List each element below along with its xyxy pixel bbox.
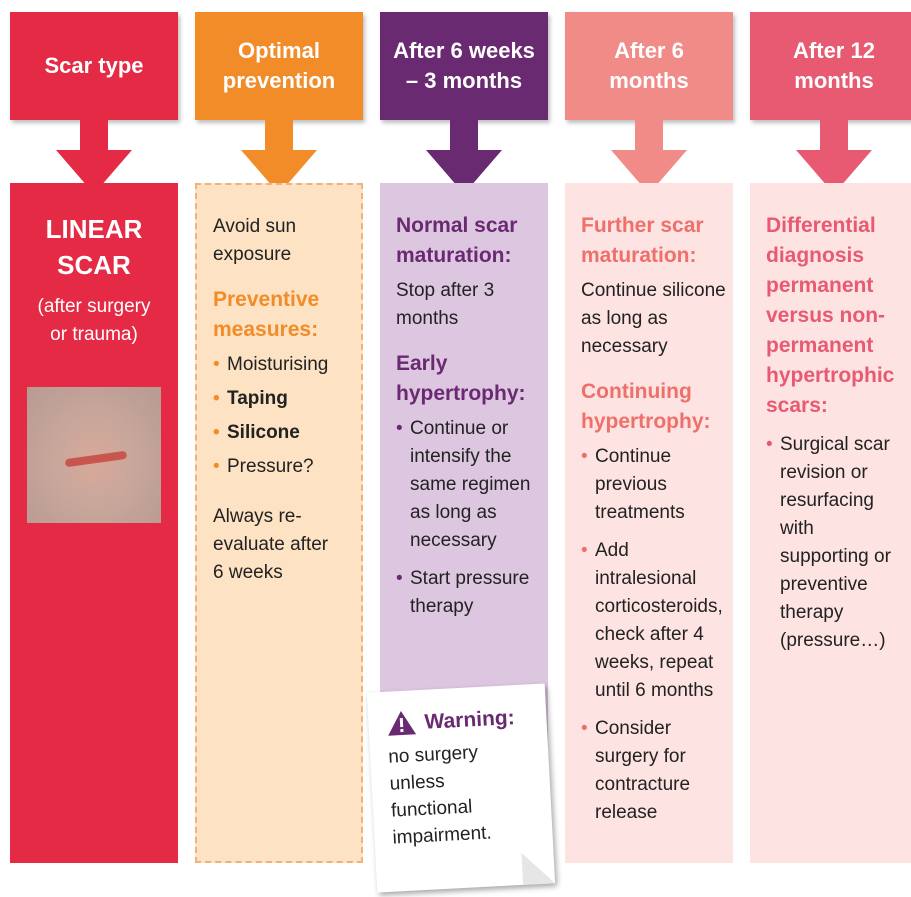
warning-heading: Warning: xyxy=(386,702,533,738)
continuing-hypertrophy-list: Continue previous treatments Add intrale… xyxy=(581,443,721,827)
header-optimal-prevention: Optimal prevention xyxy=(195,12,363,120)
list-item: Moisturising xyxy=(213,351,349,379)
prevention-intro: Avoid sun exposure xyxy=(213,213,323,269)
warning-triangle-icon xyxy=(386,708,417,738)
header-label: Optimal prevention xyxy=(219,36,339,96)
warning-text: no surgery unless functional impairment. xyxy=(388,738,504,852)
warning-note: Warning: no surgery unless functional im… xyxy=(367,683,555,892)
linear-scar-photo xyxy=(27,387,161,523)
scar-type-title: LINEAR SCAR xyxy=(39,211,149,283)
continuing-hypertrophy-title: Continuing hypertrophy: xyxy=(581,377,721,437)
header-label: Scar type xyxy=(44,51,143,81)
down-arrow-icon xyxy=(450,120,478,154)
header-12-months: After 12 months xyxy=(750,12,911,120)
column-scar-type: Scar type LINEAR SCAR (after surgery or … xyxy=(10,0,178,897)
down-arrow-icon xyxy=(635,120,663,154)
further-maturation-title: Further scar maturation: xyxy=(581,211,711,271)
box-optimal-prevention: Avoid sun exposure Preventive measures: … xyxy=(195,183,363,863)
list-item: Surgical scar revision or resurfacing wi… xyxy=(766,431,900,655)
header-label: After 6 months xyxy=(599,36,699,96)
header-scar-type: Scar type xyxy=(10,12,178,120)
page-curl xyxy=(521,851,555,885)
header-6-months: After 6 months xyxy=(565,12,733,120)
scar-type-subtitle: (after surgery or trauma) xyxy=(29,293,159,349)
header-label: After 6 weeks – 3 months xyxy=(389,36,539,96)
header-label: After 12 months xyxy=(774,36,894,96)
list-item: Start pressure therapy xyxy=(396,565,536,621)
box-6-months: Further scar maturation: Continue silico… xyxy=(565,183,733,863)
box-12-months: Differential diagnosis permanent versus … xyxy=(750,183,911,863)
normal-maturation-title: Normal scar maturation: xyxy=(396,211,526,271)
prevention-footer: Always re-evaluate after 6 weeks xyxy=(213,503,343,587)
header-6-weeks-3-months: After 6 weeks – 3 months xyxy=(380,12,548,120)
down-arrow-icon xyxy=(80,120,108,154)
preventive-measures-list: Moisturising Taping Silicone Pressure? xyxy=(213,351,349,481)
column-6-months: After 6 months Further scar maturation: … xyxy=(565,0,733,897)
warning-title: Warning: xyxy=(424,704,516,736)
column-12-months: After 12 months Differential diagnosis p… xyxy=(750,0,911,897)
differential-diagnosis-list: Surgical scar revision or resurfacing wi… xyxy=(766,431,906,655)
early-hypertrophy-list: Continue or intensify the same regimen a… xyxy=(396,415,536,621)
down-arrow-icon xyxy=(265,120,293,154)
preventive-measures-title: Preventive measures: xyxy=(213,285,333,345)
down-arrow-icon xyxy=(820,120,848,154)
early-hypertrophy-title: Early hypertrophy: xyxy=(396,349,516,409)
list-item: Continue or intensify the same regimen a… xyxy=(396,415,536,555)
list-item: Add intralesional corticosteroids, check… xyxy=(581,537,733,705)
list-item: Taping xyxy=(213,385,349,413)
further-maturation-text: Continue silicone as long as necessary xyxy=(581,277,731,361)
normal-maturation-text: Stop after 3 months xyxy=(396,277,496,333)
differential-diagnosis-title: Differential diagnosis permanent versus … xyxy=(766,211,906,421)
list-item: Pressure? xyxy=(213,453,349,481)
list-item: Continue previous treatments xyxy=(581,443,715,527)
box-scar-type: LINEAR SCAR (after surgery or trauma) xyxy=(10,183,178,863)
column-optimal-prevention: Optimal prevention Avoid sun exposure Pr… xyxy=(195,0,363,897)
list-item: Consider surgery for contracture release xyxy=(581,715,715,827)
list-item: Silicone xyxy=(213,419,349,447)
